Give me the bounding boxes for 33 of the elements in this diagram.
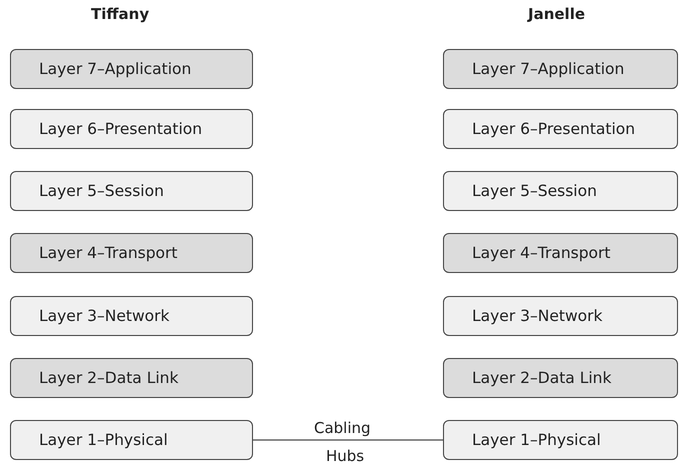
layer-box <box>443 233 678 273</box>
layer-label: Layer 5–Session <box>39 182 164 200</box>
layer-label: Layer 3–Network <box>472 307 602 325</box>
layer-box <box>443 171 678 211</box>
layer-box <box>443 420 678 460</box>
layer-box <box>443 296 678 336</box>
layer-label: Layer 2–Data Link <box>39 369 178 387</box>
layer-box <box>10 296 253 336</box>
layer-box <box>10 49 253 89</box>
connector-line <box>253 439 443 441</box>
layer-label: Layer 2–Data Link <box>472 369 612 387</box>
layer-label: Layer 6–Presentation <box>472 120 636 138</box>
column-heading: Janelle <box>528 5 586 23</box>
link-label: Cabling <box>314 419 371 437</box>
link-label: Hubs <box>326 447 364 465</box>
layer-box <box>443 109 678 149</box>
layer-box <box>10 358 253 398</box>
layer-box <box>10 109 253 149</box>
layer-label: Layer 5–Session <box>472 182 597 200</box>
column-heading: Tiffany <box>91 5 150 23</box>
layer-label: Layer 7–Application <box>39 60 192 78</box>
layer-box <box>443 49 678 89</box>
layer-label: Layer 7–Application <box>472 60 624 78</box>
layer-label: Layer 1–Physical <box>39 431 168 449</box>
layer-label: Layer 1–Physical <box>472 431 601 449</box>
layer-label: Layer 6–Presentation <box>39 120 202 138</box>
layer-label: Layer 4–Transport <box>39 244 178 262</box>
layer-box <box>443 358 678 398</box>
layer-box <box>10 171 253 211</box>
layer-box <box>10 420 253 460</box>
layer-box <box>10 233 253 273</box>
layer-label: Layer 4–Transport <box>472 244 610 262</box>
layer-label: Layer 3–Network <box>39 307 170 325</box>
